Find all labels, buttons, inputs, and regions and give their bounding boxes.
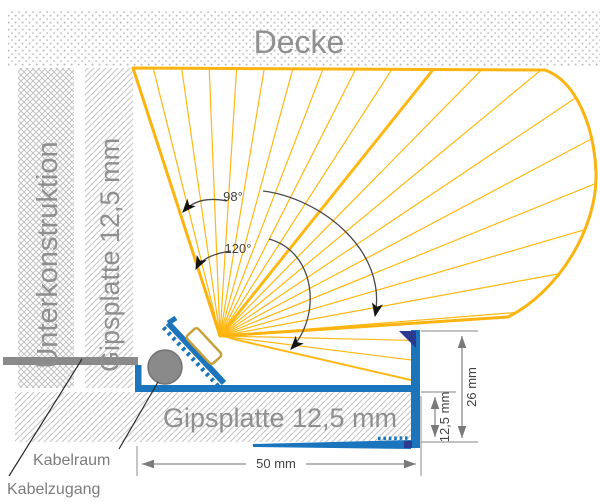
beam-angle-98-label: 98° bbox=[223, 189, 243, 204]
cable-space-label: Kabelraum bbox=[33, 452, 110, 469]
cable-space-leader bbox=[118, 381, 159, 450]
profile-left-lip bbox=[135, 365, 142, 389]
light-rays bbox=[133, 68, 597, 392]
led-profile bbox=[135, 315, 420, 449]
dim-26mm-label: 26 mm bbox=[464, 367, 479, 407]
substructure-hatch bbox=[18, 68, 74, 388]
carrier-top-hook bbox=[166, 315, 178, 326]
dim-12-5mm-label: 12,5 mm bbox=[437, 392, 452, 443]
channel-top-clip bbox=[399, 331, 416, 348]
light-ray bbox=[219, 68, 552, 337]
light-ray bbox=[219, 335, 597, 391]
wall-board-label: Gipsplatte 12,5 mm bbox=[95, 138, 125, 372]
extension-lines bbox=[136, 330, 478, 476]
ceiling-label: Decke bbox=[254, 24, 345, 60]
light-ray bbox=[219, 96, 578, 337]
light-ray bbox=[219, 68, 416, 337]
angle-arcs bbox=[182, 190, 383, 350]
led-module bbox=[185, 326, 223, 366]
cable-access-label: Kabelzugang bbox=[7, 481, 100, 498]
rotation-arc-inner bbox=[268, 238, 311, 350]
light-ray bbox=[202, 68, 221, 337]
substructure-bar bbox=[3, 357, 138, 365]
profile-right-channel bbox=[411, 330, 420, 448]
light-ray bbox=[219, 68, 291, 337]
arc-120-arrow bbox=[195, 250, 232, 271]
led-carrier-rail bbox=[165, 320, 227, 386]
dimension-26mm: 26 mm bbox=[457, 336, 479, 438]
rotation-arc-outer bbox=[262, 190, 383, 318]
profile-bottom-flange bbox=[135, 385, 413, 392]
profile-channel-lower-leg bbox=[253, 440, 411, 449]
dimension-12-5mm: 12,5 mm bbox=[430, 392, 452, 443]
wall-board-hatch bbox=[85, 68, 133, 388]
light-ray bbox=[158, 68, 221, 337]
bottom-board-hatch bbox=[15, 392, 411, 442]
light-ray bbox=[218, 68, 490, 337]
channel-bottom-clip bbox=[404, 441, 412, 448]
cable-circle bbox=[147, 349, 183, 385]
ceiling-hatch bbox=[8, 10, 600, 67]
light-ray bbox=[219, 173, 597, 337]
bottom-board-label: Gipsplatte 12,5 mm bbox=[163, 403, 397, 433]
cable-access-leader bbox=[8, 358, 83, 477]
dimension-50mm: 50 mm bbox=[142, 455, 416, 471]
light-ray bbox=[219, 215, 597, 337]
substructure-label: Unterkonstruktion bbox=[32, 141, 64, 368]
light-ray bbox=[219, 68, 248, 337]
light-ray bbox=[219, 68, 454, 337]
light-ray bbox=[219, 133, 597, 337]
beam-angle-120-label: 120° bbox=[225, 241, 252, 256]
arc-98-arrow bbox=[182, 198, 228, 213]
leader-lines bbox=[8, 358, 159, 477]
dim-50mm-label: 50 mm bbox=[256, 456, 296, 471]
light-ray bbox=[219, 68, 334, 337]
light-ray bbox=[219, 68, 522, 337]
light-beam-outline bbox=[131, 66, 598, 338]
light-ray bbox=[219, 68, 376, 337]
